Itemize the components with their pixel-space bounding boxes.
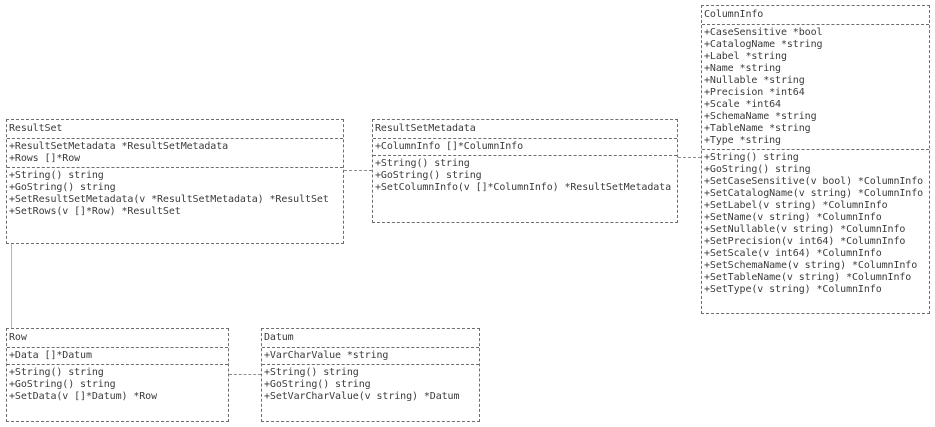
member-line: +Type *string <box>704 135 781 146</box>
member-line: +TableName *string <box>704 123 811 134</box>
member-line: +SetTableName(v string) *ColumnInfo <box>704 272 912 283</box>
member-line: +String() string <box>704 152 799 163</box>
member-line: +CatalogName *string <box>704 39 823 50</box>
member-line: +GoString() string <box>9 379 116 390</box>
member-line: +ResultSetMetadata *ResultSetMetadata <box>9 141 229 152</box>
class-box-resultsetmetadata: ResultSetMetadata +ColumnInfo []*ColumnI… <box>372 119 678 223</box>
class-box-columninfo: ColumnInfo +CaseSensitive *bool+CatalogN… <box>701 5 930 314</box>
methods-section: +String() string+GoString() string+SetCo… <box>373 155 677 222</box>
fields-section: +Data []*Datum <box>7 347 228 364</box>
member-line: +SetName(v string) *ColumnInfo <box>704 212 882 223</box>
member-line: +Data []*Datum <box>9 350 92 361</box>
member-line: +Scale *int64 <box>704 99 781 110</box>
member-line: +String() string <box>375 158 470 169</box>
member-line: +SetResultSetMetadata(v *ResultSetMetada… <box>9 194 329 205</box>
member-line: +Rows []*Row <box>9 153 81 164</box>
connector-row-datum <box>229 374 261 375</box>
connector-resultsetmetadata-columninfo <box>678 157 701 158</box>
class-title: ResultSet <box>9 123 63 134</box>
member-line: +String() string <box>264 367 359 378</box>
methods-section: +String() string+GoString() string+SetRe… <box>7 167 343 243</box>
class-box-resultset: ResultSet +ResultSetMetadata *ResultSetM… <box>6 119 344 244</box>
member-line: +String() string <box>9 170 104 181</box>
member-line: +Name *string <box>704 63 781 74</box>
fields-section: +ResultSetMetadata *ResultSetMetadata+Ro… <box>7 138 343 167</box>
connector-resultset-row <box>11 244 12 328</box>
member-line: +String() string <box>9 367 104 378</box>
member-line: +GoString() string <box>264 379 371 390</box>
member-line: +Precision *int64 <box>704 87 805 98</box>
class-box-row: Row +Data []*Datum +String() string+GoSt… <box>6 328 229 422</box>
member-line: +SchemaName *string <box>704 111 817 122</box>
class-title: Row <box>9 332 27 343</box>
fields-section: +ColumnInfo []*ColumnInfo <box>373 138 677 155</box>
member-line: +SetNullable(v string) *ColumnInfo <box>704 224 906 235</box>
methods-section: +String() string+GoString() string+SetVa… <box>262 364 479 421</box>
member-line: +SetCatalogName(v string) *ColumnInfo <box>704 188 924 199</box>
member-line: +GoString() string <box>9 182 116 193</box>
member-line: +SetPrecision(v int64) *ColumnInfo <box>704 236 906 247</box>
member-line: +SetType(v string) *ColumnInfo <box>704 284 882 295</box>
member-line: +SetCaseSensitive(v bool) *ColumnInfo <box>704 176 924 187</box>
member-line: +Label *string <box>704 51 787 62</box>
fields-section: +CaseSensitive *bool+CatalogName *string… <box>702 24 929 149</box>
member-line: +CaseSensitive *bool <box>704 27 823 38</box>
member-line: +SetVarCharValue(v string) *Datum <box>264 391 460 402</box>
methods-section: +String() string+GoString() string+SetDa… <box>7 364 228 421</box>
member-line: +SetSchemaName(v string) *ColumnInfo <box>704 260 918 271</box>
class-box-datum: Datum +VarCharValue *string +String() st… <box>261 328 480 422</box>
member-line: +SetData(v []*Datum) *Row <box>9 391 158 402</box>
member-line: +SetLabel(v string) *ColumnInfo <box>704 200 888 211</box>
member-line: +GoString() string <box>704 164 811 175</box>
class-title: ResultSetMetadata <box>375 123 476 134</box>
member-line: +SetScale(v int64) *ColumnInfo <box>704 248 882 259</box>
member-line: +SetColumnInfo(v []*ColumnInfo) *ResultS… <box>375 182 672 193</box>
member-line: +SetRows(v []*Row) *ResultSet <box>9 206 181 217</box>
class-title: Datum <box>264 332 294 343</box>
member-line: +GoString() string <box>375 170 482 181</box>
class-title: ColumnInfo <box>704 9 764 20</box>
member-line: +ColumnInfo []*ColumnInfo <box>375 141 524 152</box>
member-line: +VarCharValue *string <box>264 350 389 361</box>
connector-resultset-resultsetmetadata <box>344 170 372 171</box>
fields-section: +VarCharValue *string <box>262 347 479 364</box>
methods-section: +String() string+GoString() string+SetCa… <box>702 149 929 313</box>
member-line: +Nullable *string <box>704 75 805 86</box>
